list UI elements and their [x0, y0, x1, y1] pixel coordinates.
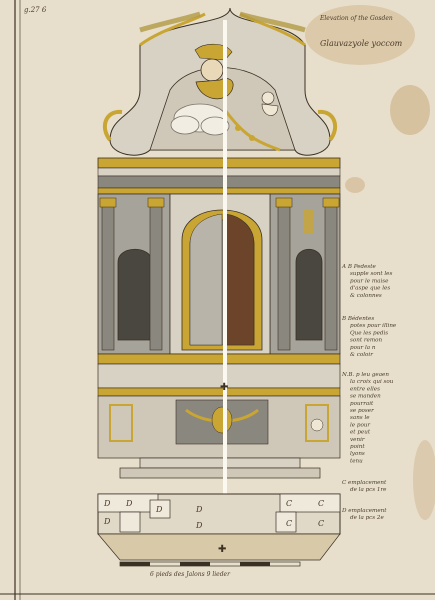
legend-line-b-3: sont remon: [350, 338, 383, 344]
left-panel: [109, 404, 133, 442]
legend-line-d-0: D emplacement: [341, 508, 387, 514]
plan-label-d6: D: [195, 521, 203, 530]
cherub-figure: [261, 91, 279, 116]
plan-label-d2: D: [125, 499, 133, 508]
altar-step-1: [139, 457, 301, 469]
altar-base: [97, 353, 341, 479]
left-column-outer: [101, 204, 115, 351]
legend-line-nb-4: pourrait: [350, 401, 374, 407]
plan-label-d5: D: [103, 517, 111, 526]
legend-line-nb-12: tenu: [350, 458, 363, 464]
corner-note: g.27 6: [24, 6, 47, 14]
entablature: [97, 157, 341, 195]
legend-line-b-0: B Bédentes: [341, 315, 374, 322]
legend-line-a-3: d'aspe que les: [350, 286, 390, 292]
legend-line-nb-9: venir: [350, 437, 365, 443]
plan-label-d1: D: [103, 499, 111, 508]
legend-line-nb-11: lyons: [350, 451, 365, 457]
plan-cross-mark: ✚: [218, 544, 226, 555]
legend-line-b-4: pour la n: [350, 345, 376, 351]
legend-line-a-1: supple sont les: [350, 271, 392, 277]
plan-labels: D D D D D D C C C C: [103, 499, 324, 530]
left-bay: [97, 193, 171, 355]
legend-line-b-1: potes pour illine: [350, 323, 397, 329]
legend-line-b-5: & coloir: [350, 352, 373, 358]
right-column-inner: [277, 204, 291, 351]
inscription: Glauvazyole yoccom: [320, 39, 403, 48]
right-niche: [295, 248, 323, 341]
central-arch: [169, 193, 271, 355]
plan-label-d4: D: [195, 505, 203, 514]
plan-label-c2: C: [318, 499, 324, 508]
plan-label-d3: D: [155, 505, 163, 514]
right-column-outer: [324, 204, 338, 351]
legend-line-nb-2: entre elles: [350, 386, 380, 392]
right-panel: [305, 404, 329, 442]
legend-line-nb-7: le pour: [350, 422, 370, 428]
legend-line-c-1: de la pcs 1re: [350, 487, 387, 493]
altar-step-2: [119, 467, 321, 479]
legend-line-nb-6: sans le: [350, 415, 370, 421]
plan-label-c1: C: [286, 499, 292, 508]
left-niche: [117, 249, 153, 341]
legend-line-nb-0: N.B. p leu geaen: [341, 372, 389, 378]
legend-line-nb-1: la croix qui sou: [350, 379, 394, 385]
legend-line-a-0: A B Pedeste: [341, 264, 377, 270]
legend-line-a-4: & colonnes: [350, 293, 382, 299]
axis-cross-mark: ✚: [220, 382, 228, 393]
legend-line-d-1: de la pcs 2e: [350, 515, 384, 521]
right-bay: [269, 193, 341, 355]
scale-bar: [119, 561, 301, 567]
legend-line-b-2: Que les pedis: [350, 330, 388, 336]
top-right-note: Elevation of the Gosden: [319, 15, 393, 22]
legend-line-nb-8: et peut: [350, 430, 371, 436]
scale-caption: 6 pieds des Jalons 9 lieder: [150, 571, 231, 578]
legend-line-a-2: pour le maise: [350, 278, 389, 284]
altarpiece-painting: [225, 213, 255, 346]
legend-line-nb-5: se poser: [350, 408, 374, 414]
legend-line-nb-3: se manden: [350, 394, 381, 400]
legend-line-c-0: C emplacement: [342, 480, 387, 486]
left-column-inner: [149, 204, 163, 351]
ground-plan: [97, 493, 341, 561]
age-stains: [305, 5, 435, 520]
plan-label-c3: C: [286, 519, 292, 528]
gold-garland: [223, 109, 281, 152]
plan-label-c4: C: [318, 519, 324, 528]
legend-line-nb-10: point: [350, 444, 365, 450]
